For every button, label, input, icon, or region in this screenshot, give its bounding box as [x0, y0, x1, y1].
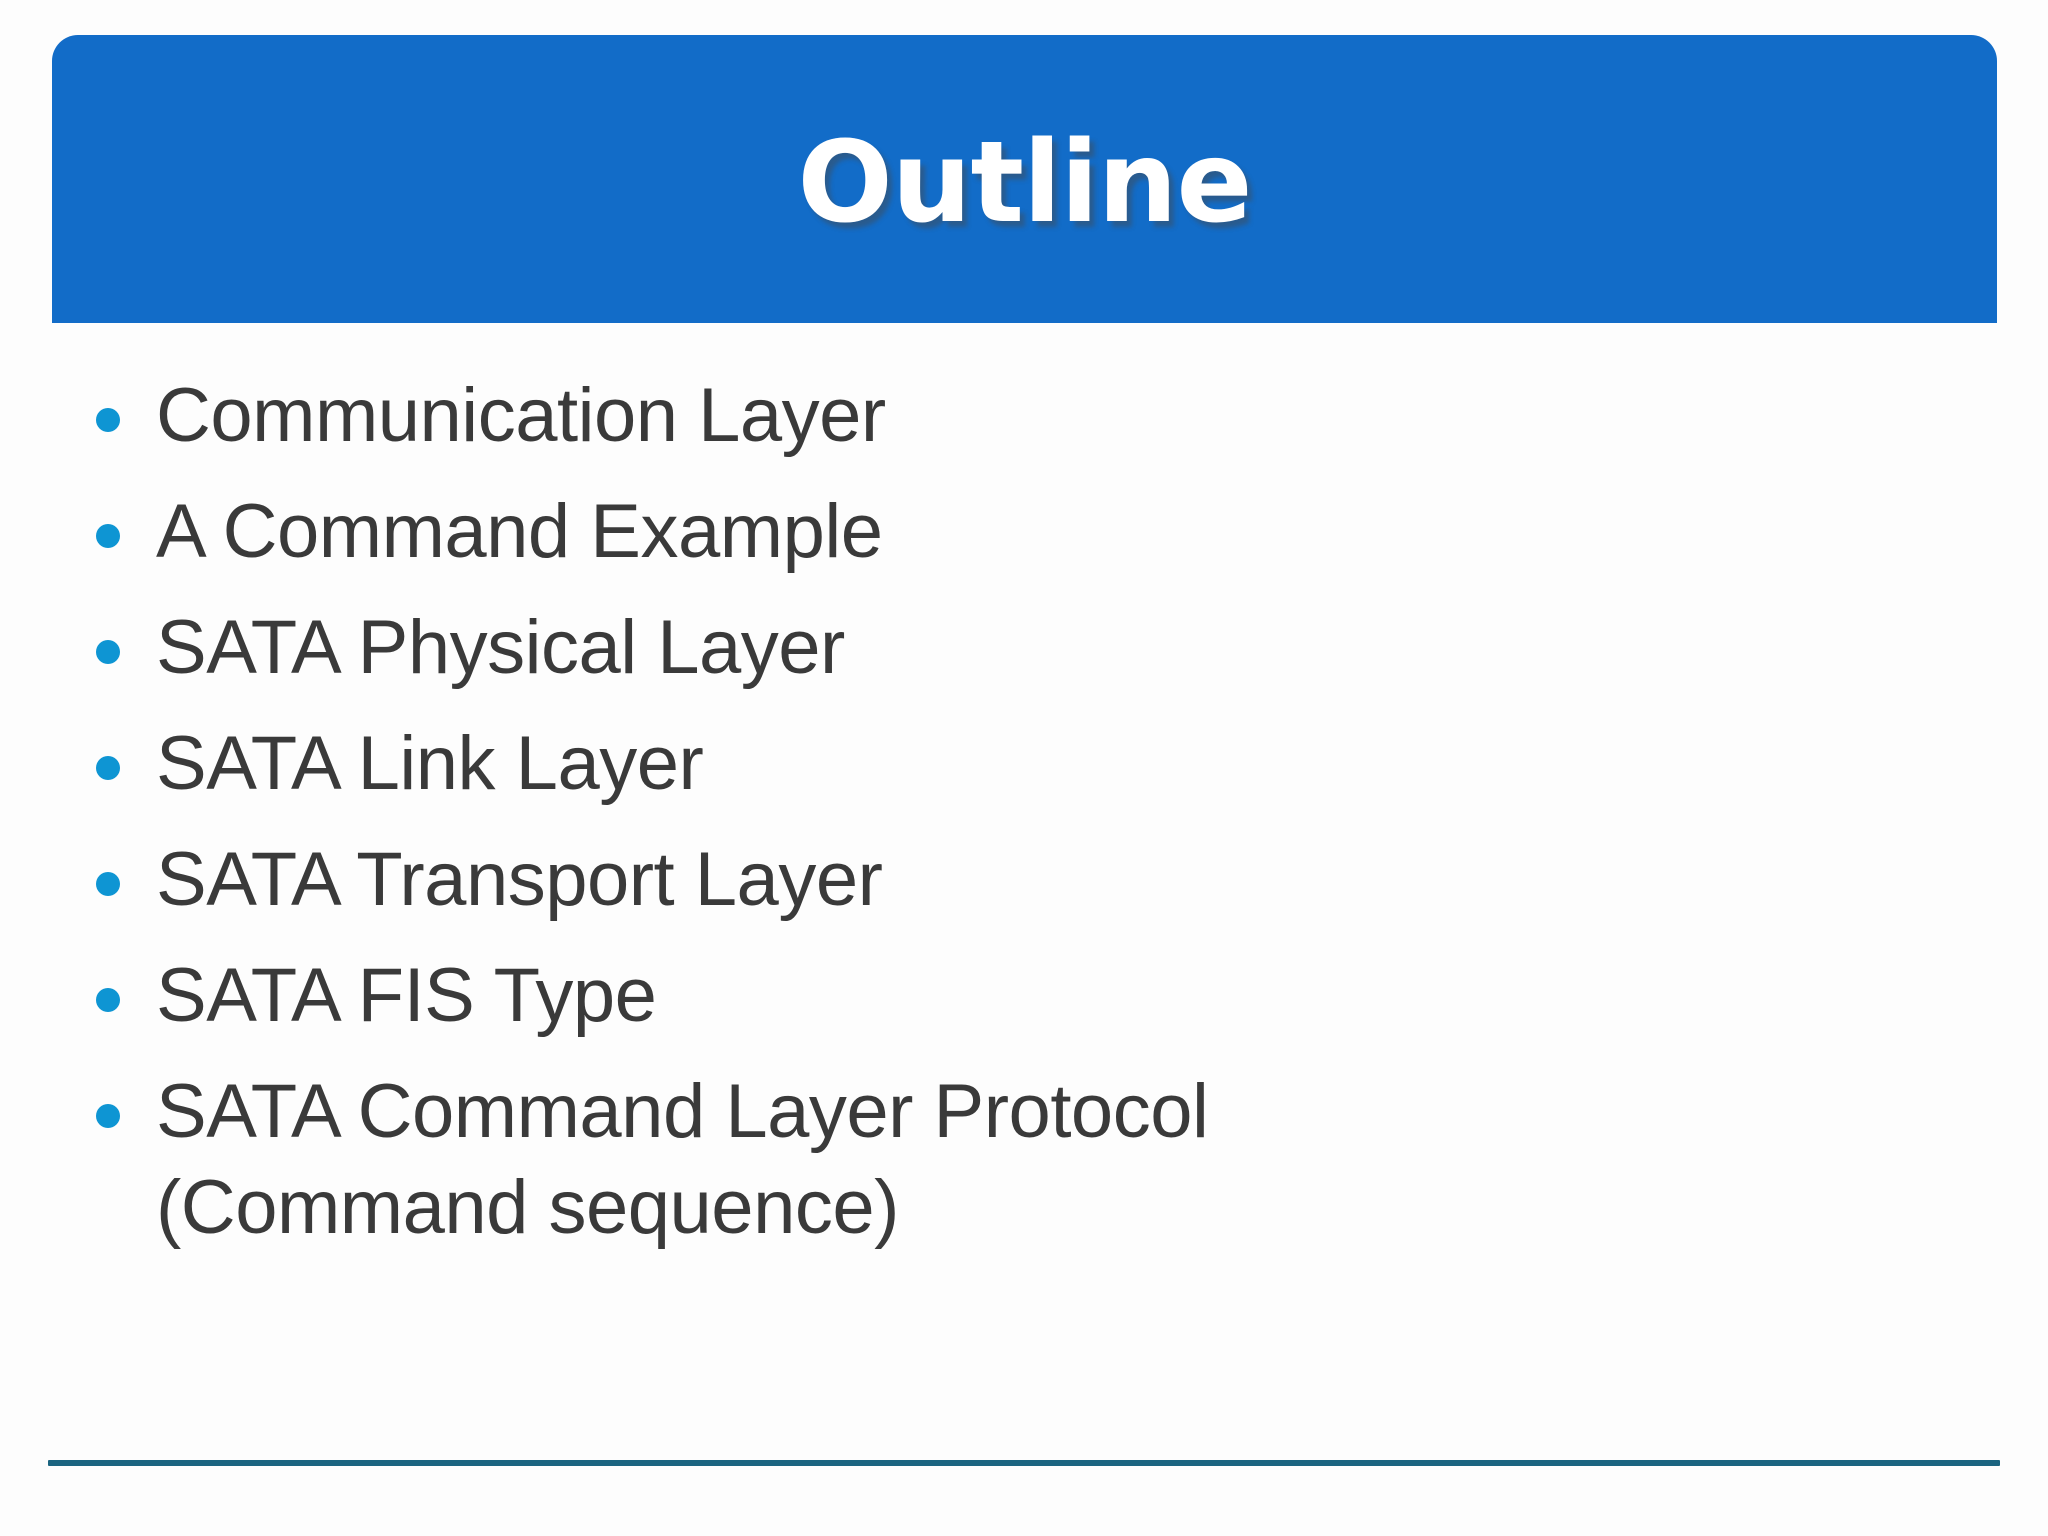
bullet-dot-icon: [96, 988, 120, 1012]
list-item-label: A Command Example: [156, 489, 883, 574]
title-banner: Outline: [52, 35, 1997, 323]
bullet-dot-icon: [96, 524, 120, 548]
list-item[interactable]: SATA Physical Layer: [84, 600, 1884, 696]
list-item-label: SATA Command Layer Protocol: [156, 1069, 1209, 1154]
list-item-sublabel: (Command sequence): [156, 1165, 899, 1250]
footer-divider: [48, 1460, 2000, 1466]
list-item[interactable]: SATA FIS Type: [84, 948, 1884, 1044]
bullet-dot-icon: [96, 640, 120, 664]
list-item-label: SATA Transport Layer: [156, 837, 883, 922]
list-item-label: SATA Link Layer: [156, 721, 704, 806]
bullet-dot-icon: [96, 872, 120, 896]
list-item-label: SATA FIS Type: [156, 953, 657, 1038]
bullet-dot-icon: [96, 1104, 120, 1128]
list-item-label: SATA Physical Layer: [156, 605, 845, 690]
page-title: Outline: [797, 118, 1253, 248]
list-item[interactable]: SATA Command Layer Protocol (Command seq…: [84, 1064, 1884, 1256]
list-item-label: Communication Layer: [156, 373, 886, 458]
list-item[interactable]: SATA Transport Layer: [84, 832, 1884, 928]
bullet-dot-icon: [96, 756, 120, 780]
list-item[interactable]: Communication Layer: [84, 368, 1884, 464]
outline-bullet-list: Communication Layer A Command Example SA…: [84, 368, 1884, 1276]
list-item[interactable]: SATA Link Layer: [84, 716, 1884, 812]
bullet-dot-icon: [96, 408, 120, 432]
list-item[interactable]: A Command Example: [84, 484, 1884, 580]
